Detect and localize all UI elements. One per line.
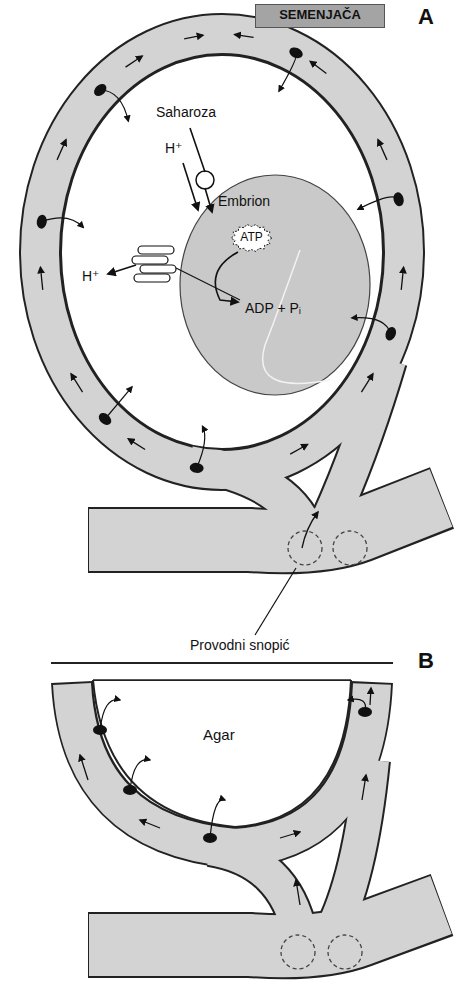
proton-pump [132,246,176,282]
title-box: SEMENJAČA [255,4,385,28]
node-text: SEMENJAČA [255,8,385,23]
pump-line [176,268,240,300]
vascular-bundle [328,935,362,969]
flow-arrow [361,374,372,392]
cotyledon-line [263,250,330,383]
molecule-label: Saharoza [156,104,216,120]
flow-arrow [184,35,203,39]
flow-arrow [128,439,145,450]
node-text: ATP [230,231,273,245]
node-text: Embrion [218,193,270,209]
proton-arrow [183,163,198,210]
flow-arrow [40,267,42,290]
flow-arrows [80,688,372,905]
flow-arrow [401,267,403,290]
flow-arrow [310,61,326,73]
embryo-body [180,175,370,395]
flow-arrow [80,755,88,780]
flow-arrow [362,775,366,800]
part-label: Provodni snopić [190,637,290,653]
flow-arrow [57,140,66,160]
sucrose-transporter [196,171,214,189]
vascular-bundle [281,935,315,969]
flow-arrow [280,832,300,838]
unloading-arrow [42,218,84,228]
unloading-arrow [210,800,225,838]
panel-letter: A [418,4,434,29]
agar-block [93,680,351,827]
unloading-arrow [279,53,297,91]
flow-arrow [302,512,318,548]
agar-surface [93,679,351,681]
cut-edge [51,662,393,664]
sucrose-arrow [190,128,212,212]
seed-coat-band [40,34,441,541]
atp-hydrolysis-arrow [215,252,238,302]
burst-outline [231,224,272,251]
leader-line [255,568,296,635]
flow-arrow [126,56,143,67]
proton-out-arrow [108,265,136,274]
ion-label: H⁺ [165,140,183,156]
flow-arrow [235,35,254,38]
atp-starburst: ATP [230,223,273,253]
unloading-arrow [100,90,128,121]
unloading-arrow [348,699,366,712]
flow-arrow [290,444,307,454]
unloading-arrow [197,426,205,468]
unloading-arrow [352,318,391,334]
flow-arrow [296,880,300,905]
embryo-region: EmbrionATP [180,175,370,395]
medium-label: Agar [203,726,235,743]
unloading-arrow [358,197,399,210]
cut-gap [51,664,393,680]
flow-arrow [378,140,387,160]
seed-coat-outline [40,34,442,541]
flow-arrow [370,688,371,705]
seed-cavity-edge [61,55,383,449]
ion-label: H⁺ [82,268,100,284]
seed-cavity [61,55,383,449]
unloading-arrow [105,387,132,419]
flow-arrow [71,374,82,392]
unloading-arrow [130,760,150,790]
unloading-arrow [100,700,120,730]
vascular-bundle [333,531,367,565]
flow-arrow [140,820,160,828]
panel-letter: B [418,648,434,673]
product-label: ADP + Pᵢ [245,300,301,316]
title-fill [256,5,385,28]
flow-arrows [36,35,405,474]
